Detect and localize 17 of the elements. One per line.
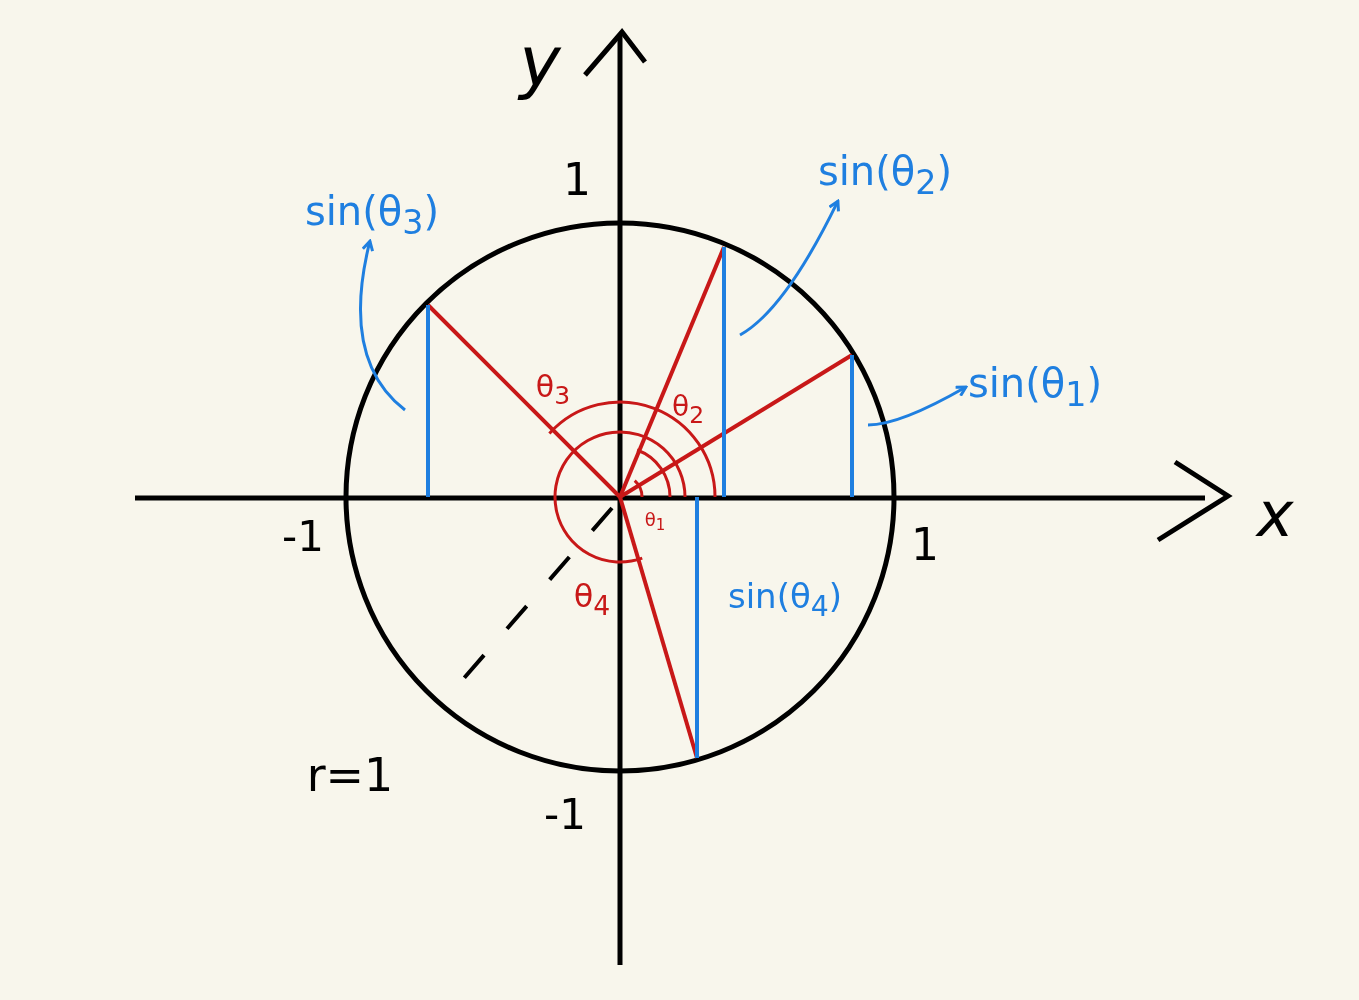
angle-label: θ$_{4}$ bbox=[573, 580, 611, 620]
sine-label: sin(θ$_{3}$) bbox=[304, 190, 440, 240]
sine-label: sin(θ$_{4}$) bbox=[727, 578, 843, 622]
sine-label: sin(θ$_{1}$) bbox=[967, 362, 1103, 412]
axis-label: x bbox=[1256, 484, 1294, 546]
tick-label: 1 bbox=[563, 158, 591, 202]
leader-arrow bbox=[867, 385, 968, 427]
tick-label: -1 bbox=[544, 794, 586, 836]
angle-label: θ$_{3}$ bbox=[535, 372, 571, 408]
sine-label: sin(θ$_{2}$) bbox=[817, 150, 953, 200]
radius-label: r=1 bbox=[306, 752, 394, 798]
leader-arrow bbox=[359, 239, 406, 412]
angle-label: θ$_{1}$ bbox=[644, 510, 666, 534]
tick-label: -1 bbox=[282, 516, 324, 558]
tick-label: 1 bbox=[911, 523, 939, 567]
angle-label: θ$_{2}$ bbox=[672, 393, 704, 427]
leader-arrow bbox=[739, 199, 840, 337]
